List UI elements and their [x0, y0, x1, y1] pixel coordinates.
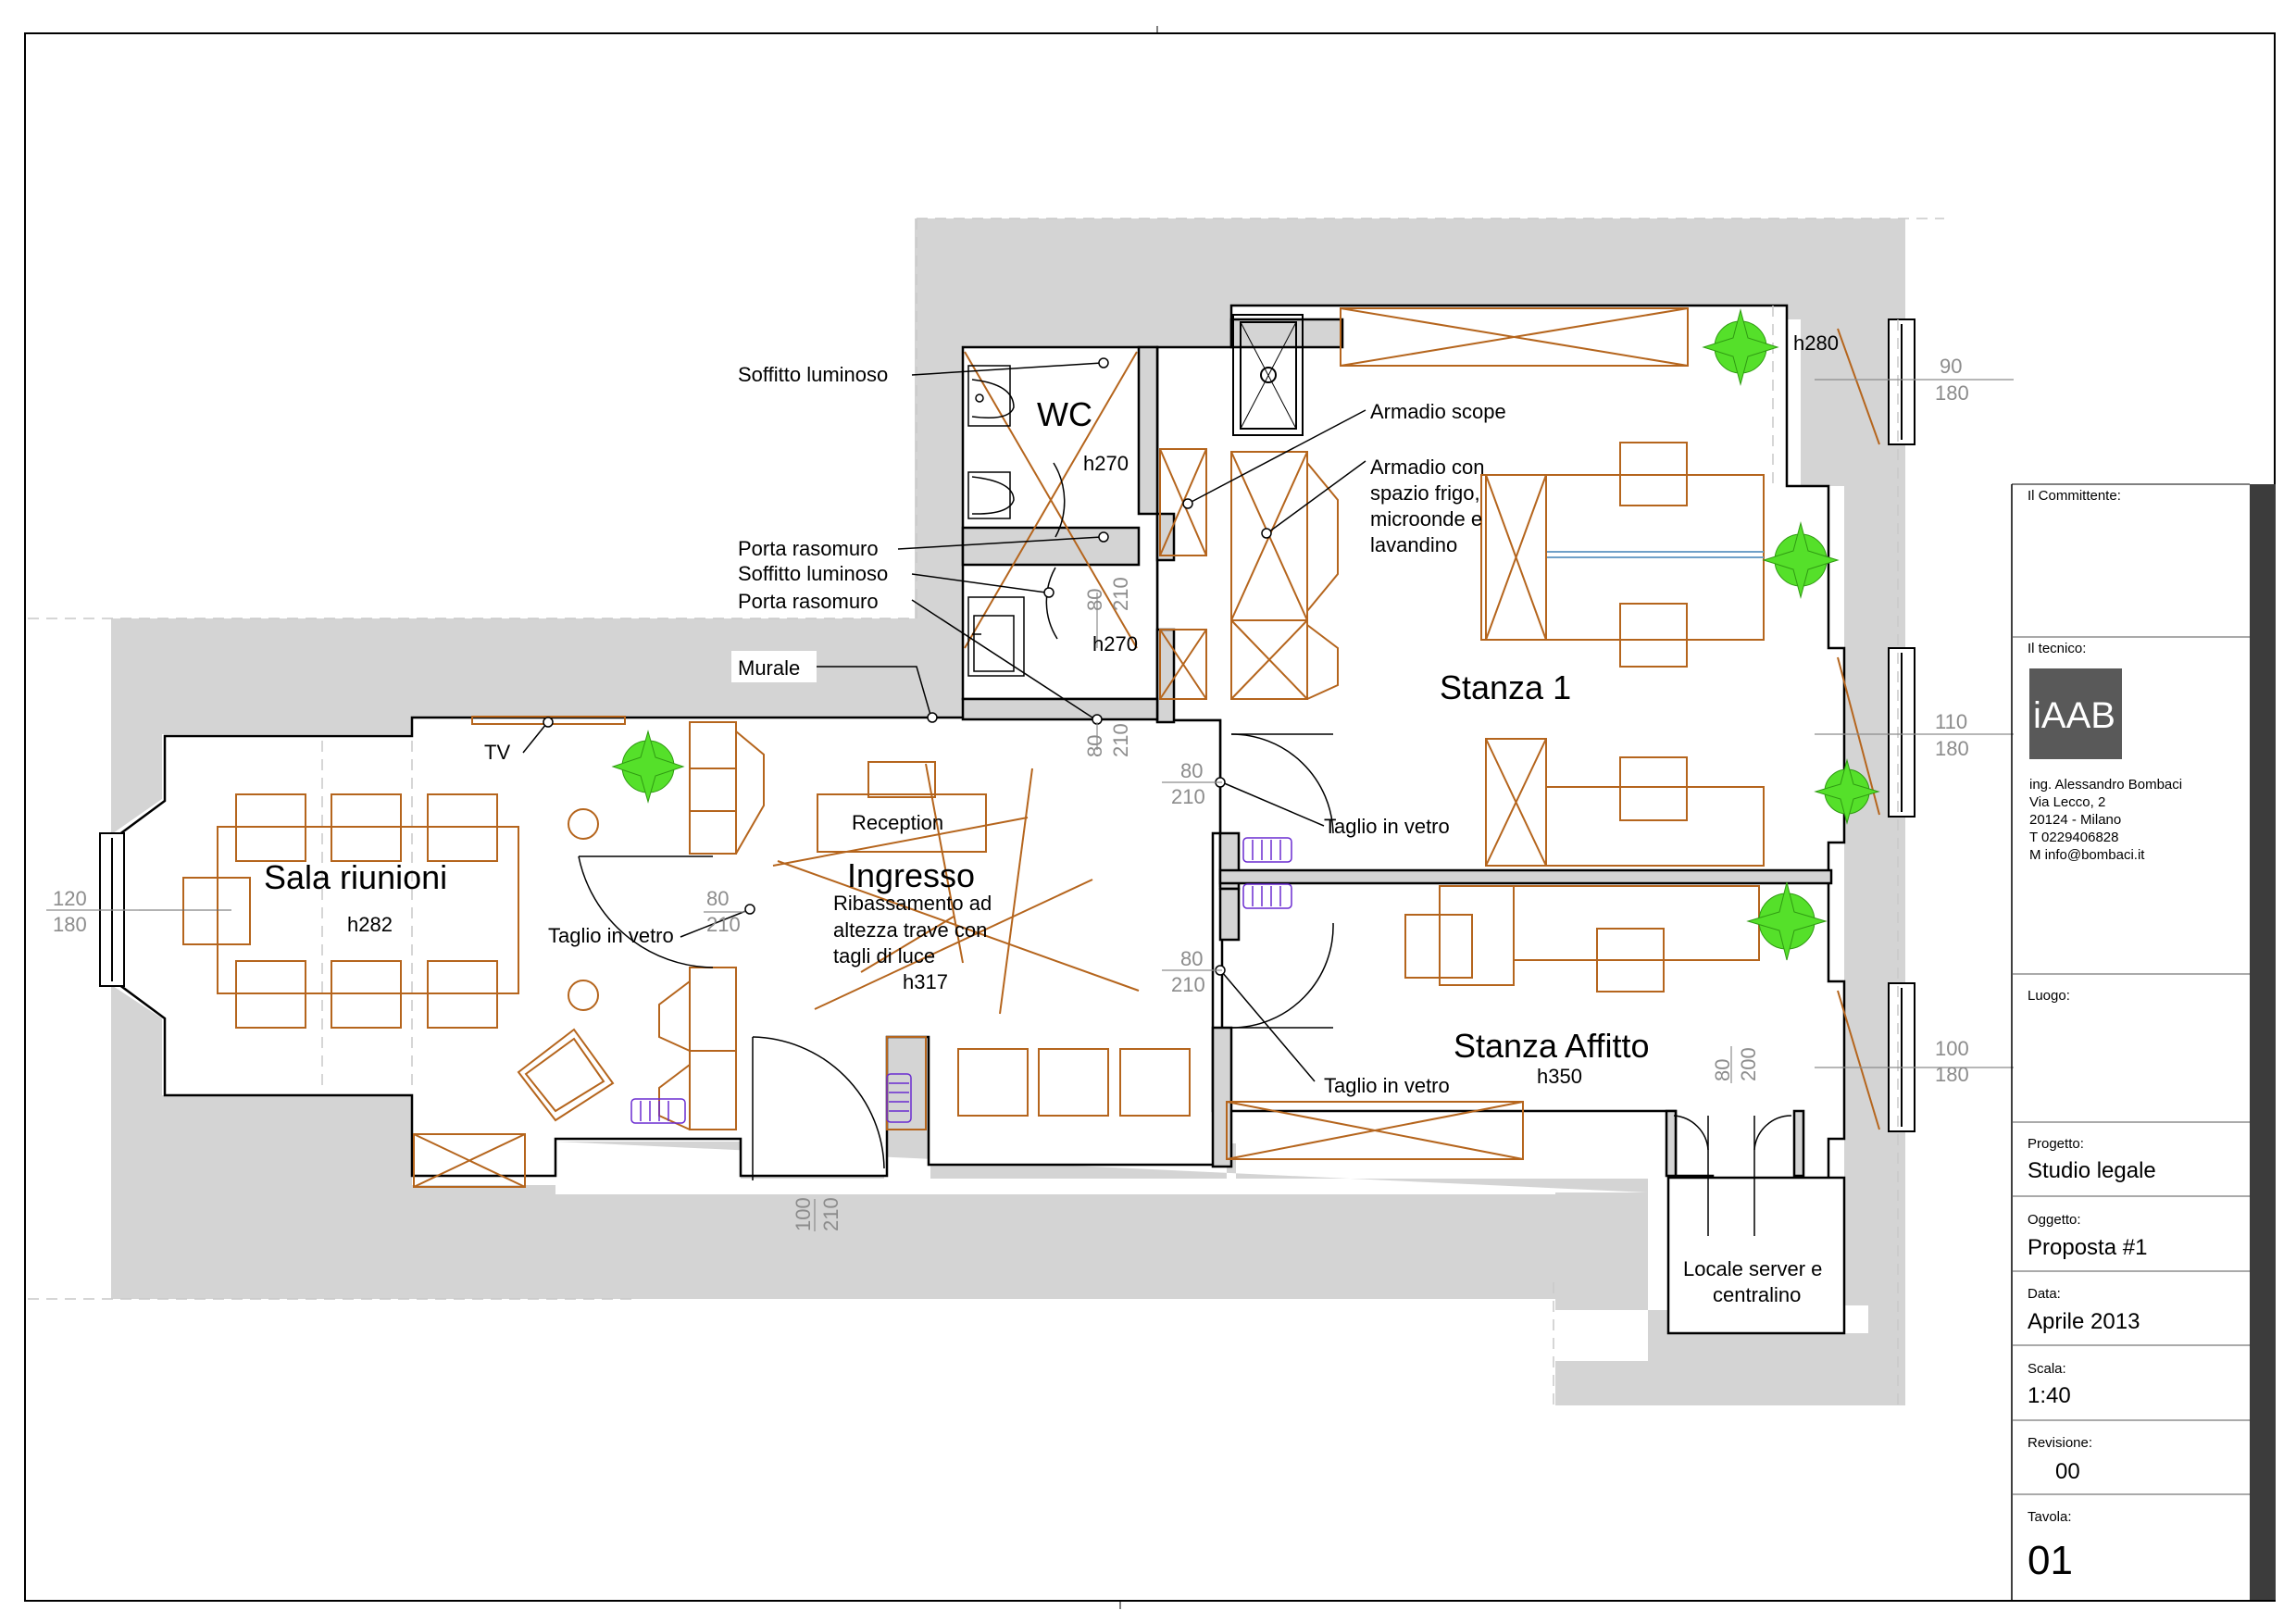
interior-server [1666, 1176, 1846, 1335]
svg-text:Tavola:: Tavola: [2028, 1509, 2072, 1525]
dimension-labels: 90 180 110 180 100 180 120 180 80 210 80… [53, 355, 1969, 1231]
title-block: Il Committente: Il tecnico: iAAB ing. Al… [2011, 483, 2276, 1600]
svg-text:80: 80 [1083, 589, 1106, 611]
revisione-value: 00 [2055, 1459, 2080, 1484]
svg-text:Progetto:: Progetto: [2028, 1136, 2084, 1152]
svg-text:ing. Alessandro Bombaci: ing. Alessandro Bombaci [2029, 777, 2182, 793]
height-sala: h282 [347, 913, 393, 936]
plant-icon [1702, 308, 1779, 386]
svg-text:Ribassamento ad: Ribassamento ad [833, 892, 992, 915]
svg-text:Murale: Murale [738, 656, 800, 680]
luogo-label: Luogo: [2028, 988, 2070, 1004]
room-server-l2: centralino [1713, 1283, 1801, 1306]
svg-text:lavandino: lavandino [1370, 533, 1457, 556]
height-wc: h270 [1083, 452, 1129, 475]
annotations: Soffitto luminoso Porta rasomuro Soffitt… [484, 363, 1506, 1097]
svg-text:210: 210 [819, 1197, 842, 1231]
svg-text:180: 180 [53, 913, 87, 936]
committente-label: Il Committente: [2028, 488, 2121, 504]
svg-text:180: 180 [1935, 737, 1969, 760]
svg-text:Taglio in vetro: Taglio in vetro [1324, 815, 1450, 838]
svg-text:Scala:: Scala: [2028, 1361, 2066, 1377]
svg-text:TV: TV [484, 741, 510, 764]
svg-text:Data:: Data: [2028, 1286, 2061, 1302]
titleblock-bar [2250, 484, 2276, 1600]
room-wc: WC [1037, 395, 1092, 433]
svg-text:tagli di luce: tagli di luce [833, 944, 935, 968]
svg-text:microonde e: microonde e [1370, 507, 1482, 531]
room-stanza1: Stanza 1 [1440, 668, 1571, 706]
room-affitto: Stanza Affitto [1454, 1027, 1649, 1065]
oggetto-value: Proposta #1 [2028, 1235, 2147, 1260]
svg-text:120: 120 [53, 887, 87, 910]
svg-text:Porta rasomuro: Porta rasomuro [738, 537, 879, 560]
svg-text:20124 - Milano: 20124 - Milano [2029, 812, 2121, 828]
svg-text:210: 210 [1109, 577, 1132, 611]
data-value: Aprile 2013 [2028, 1309, 2140, 1334]
svg-text:210: 210 [1109, 723, 1132, 757]
tavola-value: 01 [2028, 1538, 2073, 1583]
svg-text:180: 180 [1935, 381, 1969, 405]
height-disimpegno: h270 [1092, 632, 1138, 655]
svg-text:Soffitto luminoso: Soffitto luminoso [738, 562, 888, 585]
iaab-logo-text: iAAB [2033, 695, 2115, 736]
svg-text:110: 110 [1935, 710, 1967, 733]
wall-west-wing [111, 618, 915, 1299]
room-labels: WC h270 h270 Stanza 1 h280 Sala riunioni… [264, 331, 1839, 1306]
iaab-logo [2029, 668, 2122, 759]
svg-text:200: 200 [1737, 1047, 1760, 1081]
svg-text:210: 210 [1171, 973, 1205, 996]
svg-text:T 0229406828: T 0229406828 [2029, 830, 2118, 845]
svg-text:80: 80 [1180, 947, 1203, 970]
reception-desk [817, 793, 987, 853]
svg-text:Armadio con: Armadio con [1370, 456, 1485, 479]
svg-text:Taglio in vetro: Taglio in vetro [1324, 1074, 1450, 1097]
plant-icon [1814, 758, 1880, 825]
room-ingresso: Ingresso [847, 856, 975, 894]
height-ingresso: h317 [903, 970, 948, 993]
svg-text:80: 80 [1711, 1059, 1734, 1081]
svg-text:180: 180 [1935, 1063, 1969, 1086]
svg-text:Porta rasomuro: Porta rasomuro [738, 590, 879, 613]
svg-text:Revisione:: Revisione: [2028, 1435, 2092, 1451]
room-sala: Sala riunioni [264, 858, 447, 896]
room-server-l1: Locale server e [1683, 1257, 1822, 1280]
tecnico-label: Il tecnico: [2028, 641, 2086, 656]
svg-text:altezza trave con: altezza trave con [833, 918, 987, 942]
svg-text:spazio frigo,: spazio frigo, [1370, 481, 1480, 505]
svg-text:80: 80 [1083, 735, 1106, 757]
reception-label: Reception [852, 811, 943, 834]
plant-icon [1762, 521, 1840, 599]
svg-text:100: 100 [792, 1197, 815, 1231]
svg-text:M info@bombaci.it: M info@bombaci.it [2029, 847, 2145, 863]
wall-south-outer [555, 1142, 1648, 1299]
svg-text:210: 210 [706, 913, 741, 936]
svg-text:Armadio scope: Armadio scope [1370, 400, 1506, 423]
plants [611, 308, 1880, 961]
svg-text:Oggetto:: Oggetto: [2028, 1212, 2081, 1228]
svg-text:210: 210 [1171, 785, 1205, 808]
furniture [139, 307, 1765, 1188]
broom-closet [1159, 448, 1207, 556]
svg-text:Soffitto luminoso: Soffitto luminoso [738, 363, 888, 386]
height-affitto: h350 [1537, 1065, 1582, 1088]
kitchen-cabinet [1230, 451, 1308, 700]
scala-value: 1:40 [2028, 1383, 2071, 1408]
svg-text:80: 80 [1180, 759, 1203, 782]
svg-text:90: 90 [1940, 355, 1962, 378]
plant-icon [1746, 881, 1828, 961]
progetto-value: Studio legale [2028, 1158, 2156, 1183]
svg-text:Via Lecco, 2: Via Lecco, 2 [2029, 794, 2105, 810]
svg-text:Taglio in vetro: Taglio in vetro [548, 924, 674, 947]
plant-icon [611, 730, 685, 804]
svg-text:80: 80 [706, 887, 729, 910]
radiators [630, 837, 1292, 1124]
svg-text:100: 100 [1935, 1037, 1969, 1060]
height-stanza1: h280 [1793, 331, 1839, 355]
